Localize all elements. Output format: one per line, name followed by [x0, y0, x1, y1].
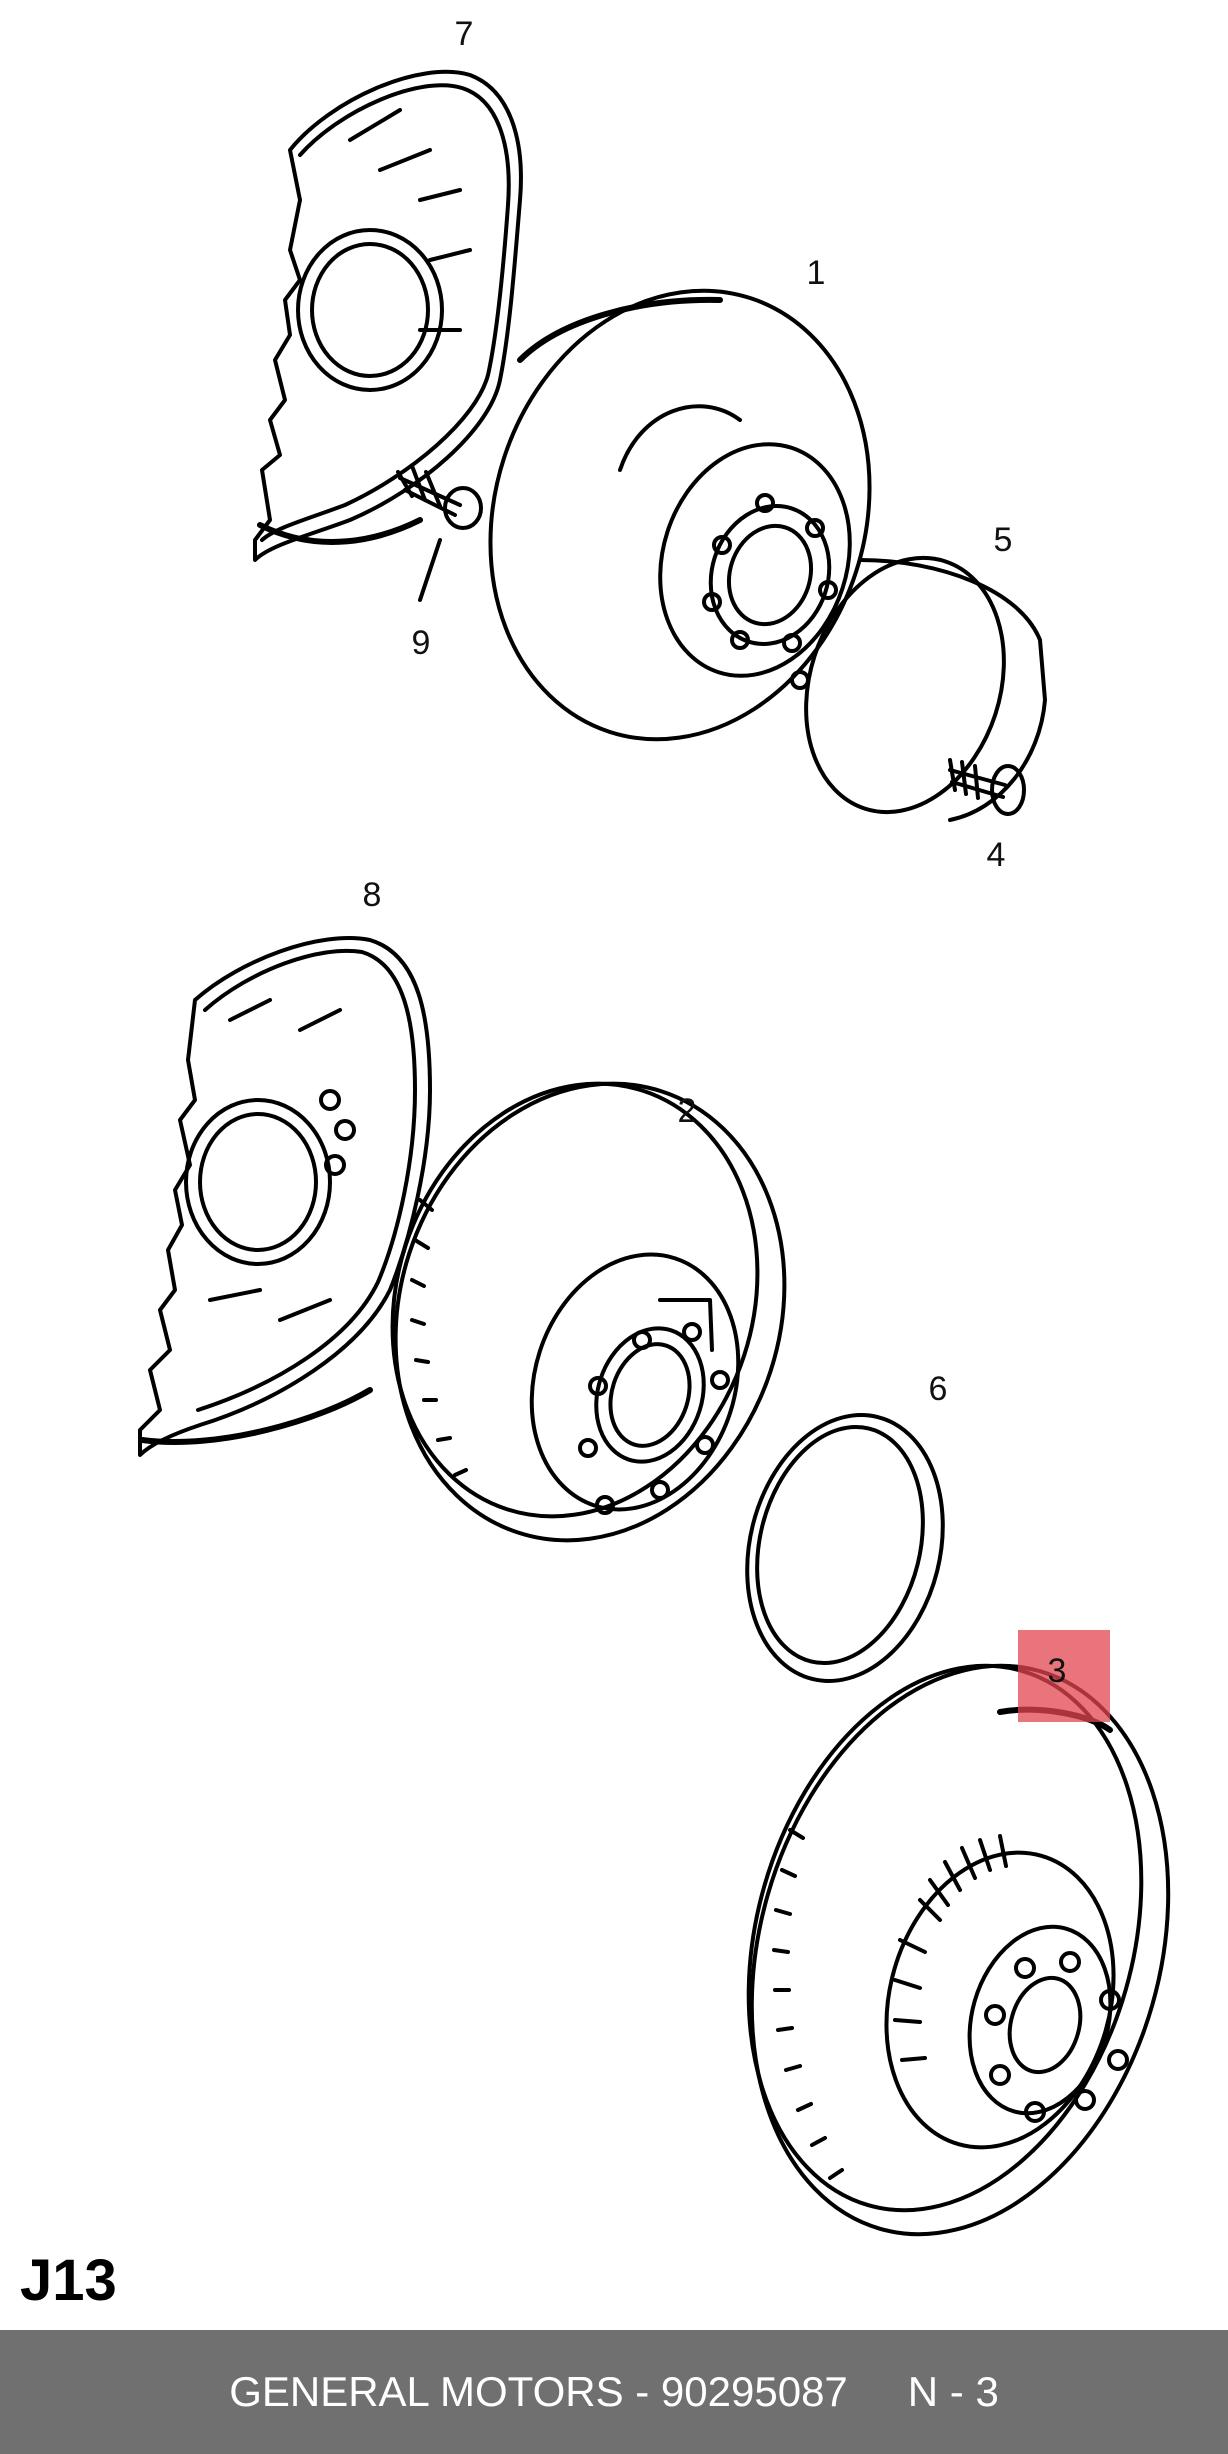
ring-6 — [745, 1413, 945, 1683]
callout-4[interactable]: 4 — [986, 836, 1006, 874]
page-code: J13 — [20, 2248, 117, 2313]
highlight-marker — [1018, 1630, 1110, 1722]
dust-shield-7 — [253, 69, 523, 562]
vented-disc-3 — [746, 1663, 1171, 2237]
brake-disc-1 — [488, 288, 872, 742]
footer-brand-part: GENERAL MOTORS - 90295087 — [229, 2368, 848, 2415]
ring-5 — [804, 555, 1047, 822]
callout-3[interactable]: 3 — [1047, 1652, 1067, 1690]
callout-7[interactable]: 7 — [454, 15, 474, 53]
callout-8[interactable]: 8 — [362, 876, 382, 914]
dust-shield-8 — [138, 936, 432, 1457]
callout-2[interactable]: 2 — [677, 1092, 697, 1130]
footer-page-ref: N - 3 — [907, 2368, 999, 2415]
callout-6[interactable]: 6 — [928, 1370, 948, 1408]
screw-4 — [948, 758, 1026, 816]
footer-bar: GENERAL MOTORS - 90295087 N - 3 — [0, 2330, 1228, 2454]
exploded-parts-diagram — [138, 69, 1171, 2237]
vented-disc-2 — [390, 1081, 787, 1543]
bolt-9 — [396, 464, 483, 602]
callout-9[interactable]: 9 — [411, 624, 431, 662]
callout-1[interactable]: 1 — [806, 254, 826, 292]
callout-5[interactable]: 5 — [993, 521, 1013, 559]
